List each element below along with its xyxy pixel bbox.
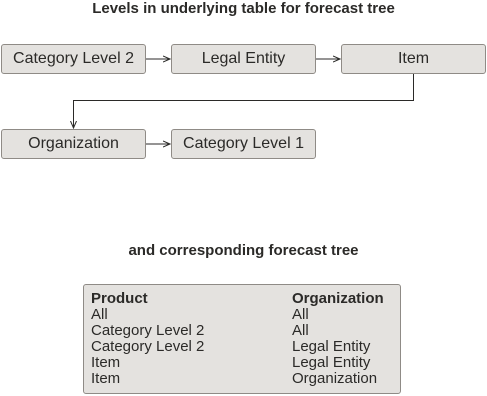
node-category-level-2: Category Level 2 [1, 44, 146, 74]
tree-title: and corresponding forecast tree [128, 242, 359, 259]
organization-cell: Legal Entity [292, 338, 371, 355]
node-item: Item [341, 44, 486, 74]
diagram-title: Levels in underlying table for forecast … [92, 0, 395, 17]
product-cell: Category Level 2 [91, 338, 205, 355]
product-cell: Category Level 2 [91, 322, 205, 339]
organization-cell: All [292, 322, 309, 339]
node-category-level-1: Category Level 1 [171, 129, 316, 159]
organization-column: Organization All All Legal Entity Legal … [292, 291, 384, 387]
organization-cell: Organization [292, 370, 378, 387]
arrow-item-to-org [74, 74, 414, 128]
product-column: Product All Category Level 2 Category Le… [91, 291, 204, 387]
organization-cell: Legal Entity [292, 354, 371, 371]
organization-header: Organization [292, 290, 384, 307]
product-cell: All [91, 306, 108, 323]
product-cell: Item [91, 354, 121, 371]
product-cell: Item [91, 370, 121, 387]
node-legal-entity: Legal Entity [171, 44, 316, 74]
organization-cell: All [292, 306, 309, 323]
forecast-tree-table: Product All Category Level 2 Category Le… [83, 284, 401, 394]
node-organization: Organization [1, 129, 146, 159]
product-header: Product [91, 290, 148, 307]
